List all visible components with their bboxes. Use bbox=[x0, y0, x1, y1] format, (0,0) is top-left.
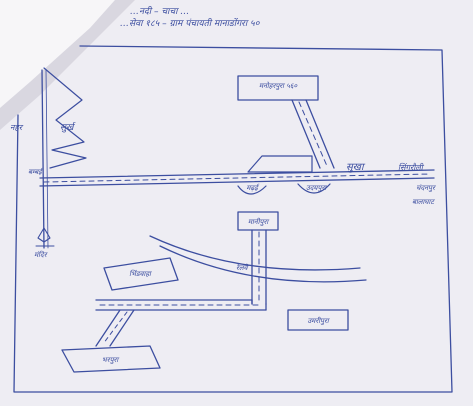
road-left-label: बम्बई bbox=[28, 167, 44, 176]
box-right-label: उमरीपुरा bbox=[307, 316, 330, 325]
box-left-label: भिंडवाहा bbox=[129, 269, 152, 278]
box-top-label: मनोहरपुरा ५६० bbox=[259, 81, 298, 90]
road-label-2: सिंगरौली bbox=[398, 162, 425, 172]
header-line-2: …सेवा १८५ – ग्राम पंचायती मानाडोंगरा ५० bbox=[120, 17, 261, 29]
diag-road-right bbox=[109, 309, 135, 347]
left-vertical-line-2 bbox=[45, 69, 49, 249]
rail-label: रेलवे bbox=[236, 263, 250, 272]
left-label-a: नहर bbox=[10, 123, 24, 132]
rail-curve-2 bbox=[159, 245, 367, 283]
tower-label: मंदिर bbox=[34, 250, 49, 259]
road-label-3: चंदनपुर bbox=[416, 184, 437, 192]
box-bottom bbox=[61, 345, 161, 373]
road-label-1: सुखा bbox=[346, 162, 366, 173]
box-left bbox=[103, 257, 179, 291]
box-right bbox=[287, 309, 349, 331]
box-mid bbox=[237, 211, 279, 231]
left-label-b: सुर्ख bbox=[60, 121, 76, 133]
main-road-centerline bbox=[43, 173, 431, 183]
page-fold-shadow bbox=[0, 0, 135, 130]
header-line-1: …नदी – चाचा … bbox=[130, 5, 189, 17]
diag-road-centerline bbox=[102, 311, 128, 345]
box-top bbox=[237, 75, 319, 101]
main-road-top bbox=[39, 169, 435, 179]
box-bottom-label: भरपुरा bbox=[102, 356, 120, 364]
map-border bbox=[13, 45, 453, 393]
top-road-right bbox=[305, 99, 335, 169]
top-road-centerline bbox=[298, 101, 328, 167]
rail-curve-1 bbox=[149, 235, 361, 271]
diag-road-left bbox=[95, 309, 121, 347]
road-label-4: बालाघाट bbox=[412, 198, 435, 206]
hill-zigzag bbox=[43, 67, 87, 169]
junction-right-label: उदयपुरा bbox=[306, 184, 327, 192]
folded-page-corner bbox=[0, 0, 115, 108]
top-road-left bbox=[291, 99, 321, 169]
main-road-bottom bbox=[39, 177, 435, 187]
junction-arc-left bbox=[237, 185, 267, 195]
tower-icon bbox=[37, 227, 51, 243]
junction-arc-right bbox=[297, 183, 331, 194]
box-mid-label: मानीपुरा bbox=[248, 217, 270, 226]
junction-building bbox=[247, 155, 313, 173]
junction-left-label: मढ़ई bbox=[246, 183, 260, 192]
left-vertical-line bbox=[41, 69, 45, 249]
